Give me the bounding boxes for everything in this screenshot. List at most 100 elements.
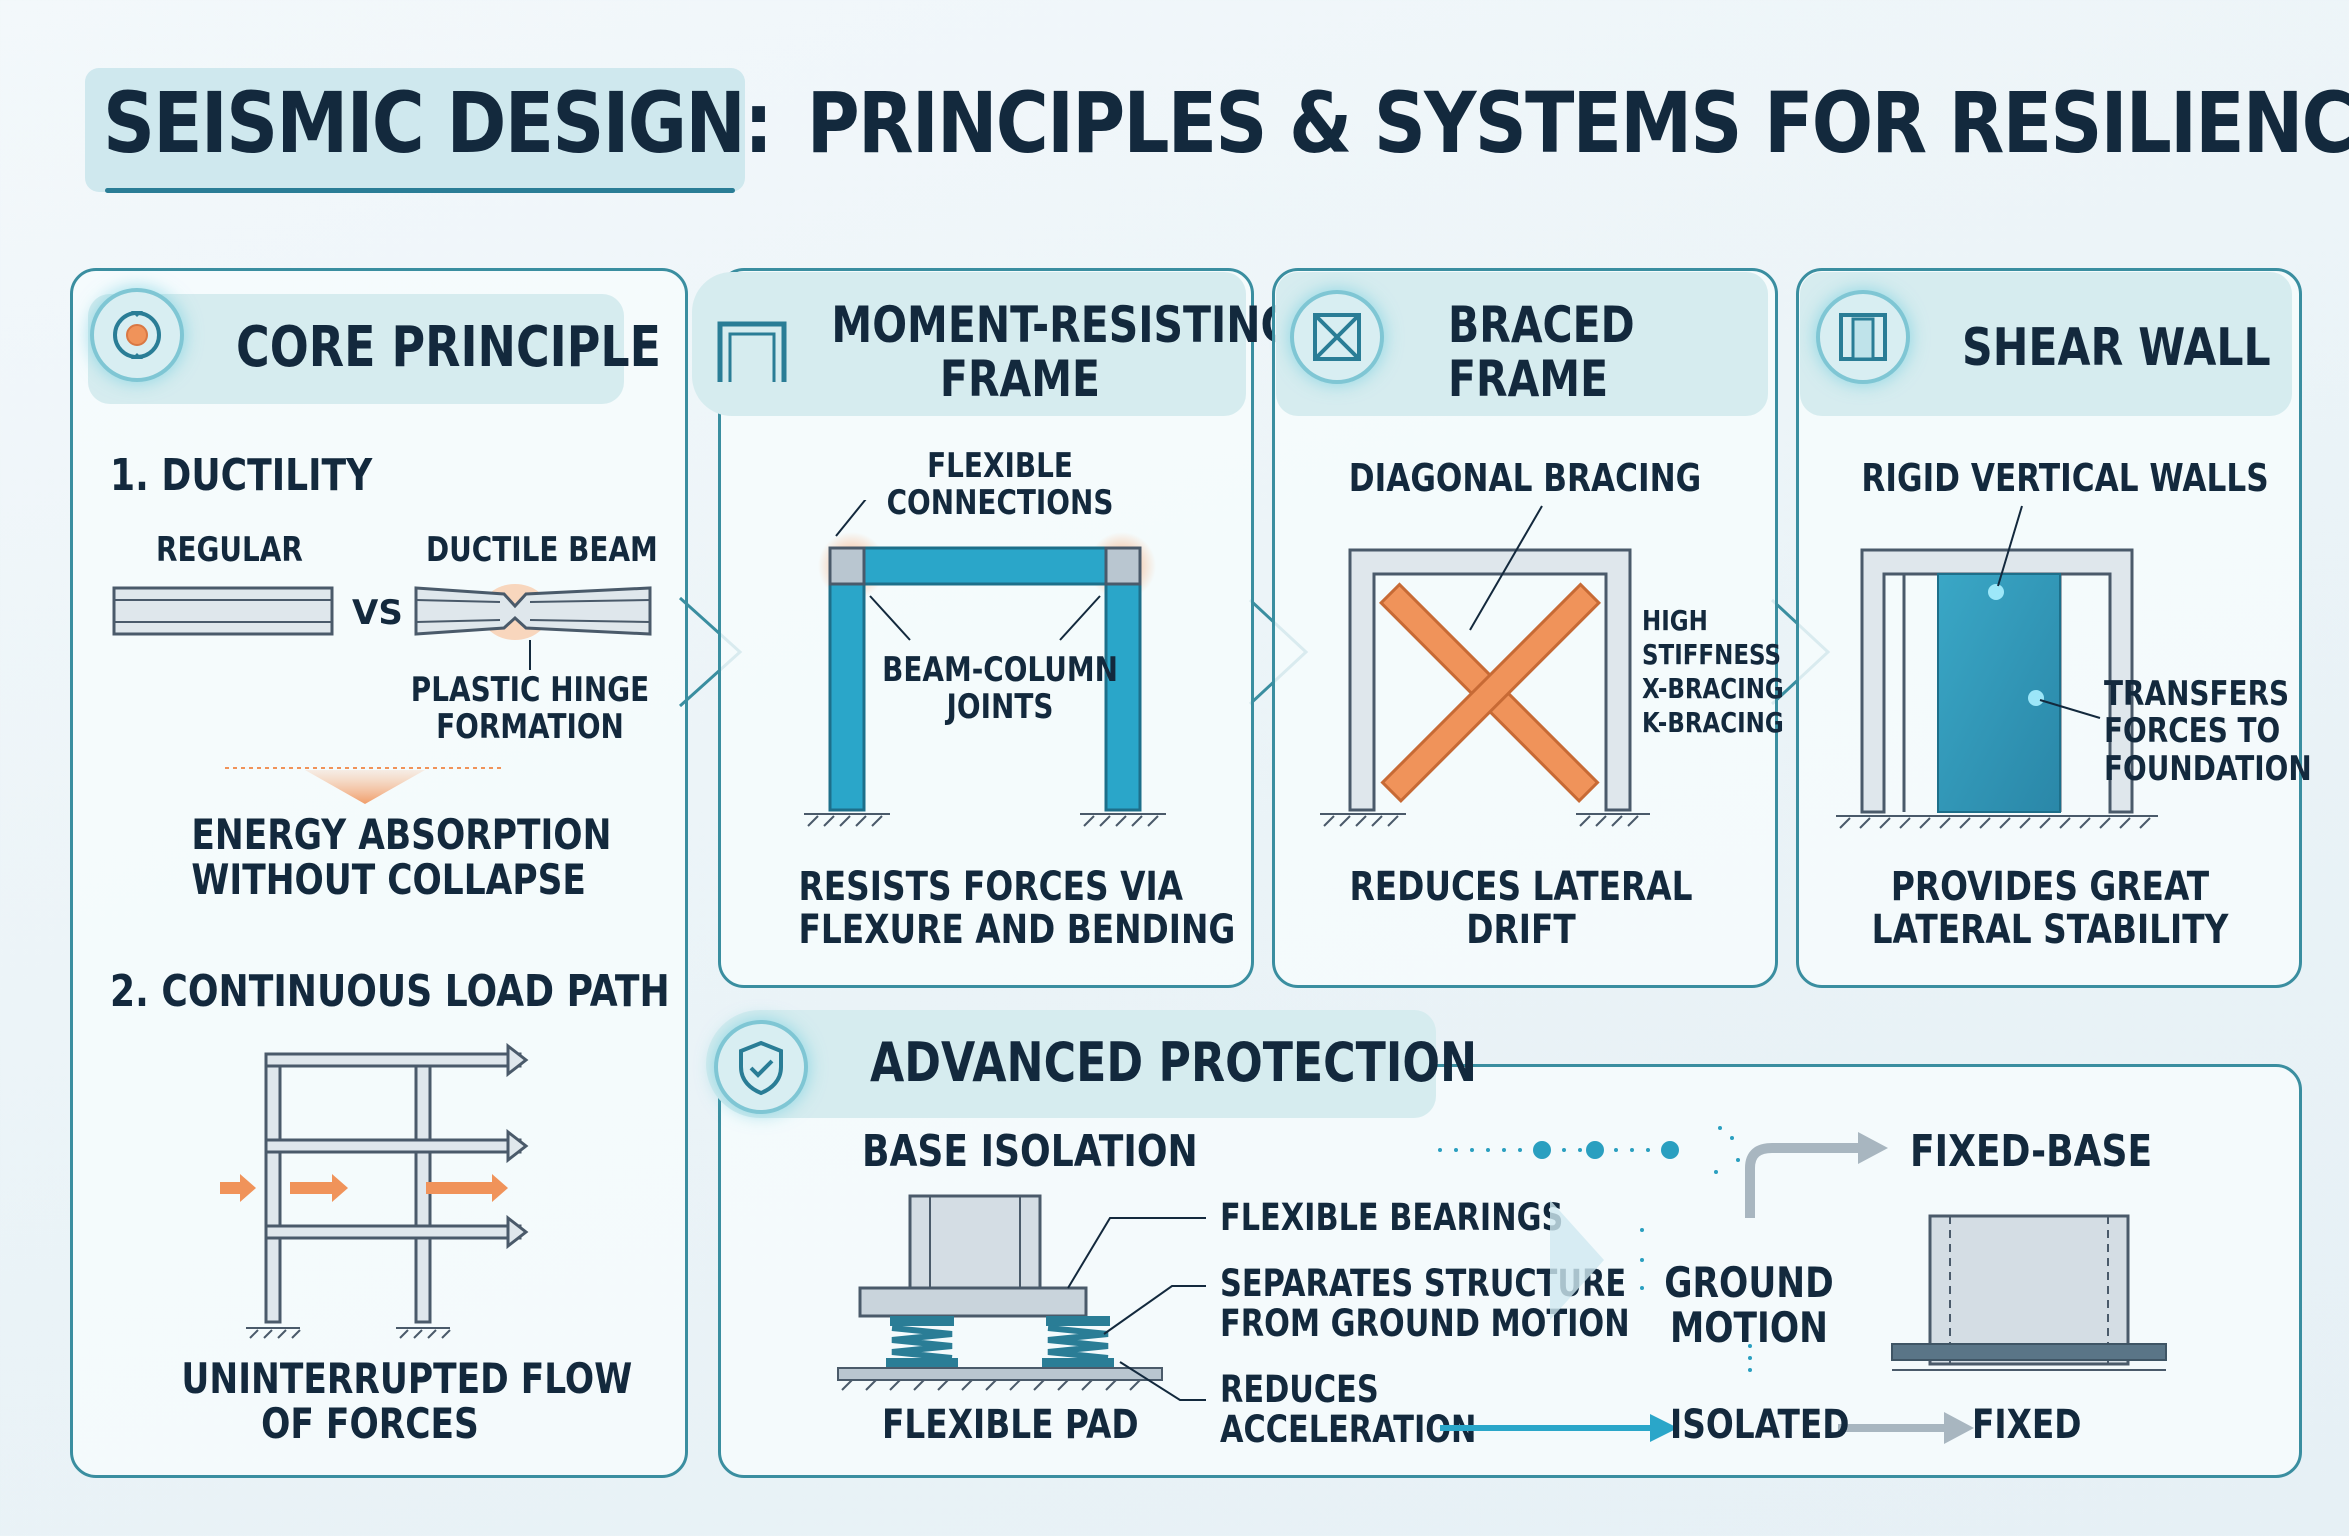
fixed-path-arrowhead xyxy=(1858,1132,1888,1164)
shear-frame-outline xyxy=(1860,548,2134,814)
joint-left xyxy=(828,546,866,586)
frame-ground xyxy=(804,813,1166,827)
wall-icon xyxy=(1816,290,1910,384)
page-title-bar: SEISMIC DESIGN: PRINCIPLES & SYSTEMS FOR… xyxy=(85,62,2349,202)
regular-beam xyxy=(112,586,334,636)
regular-label: REGULAR xyxy=(156,530,303,570)
plastic-hinge-label: PLASTIC HINGE FORMATION xyxy=(407,672,653,745)
frame-column-left xyxy=(828,546,866,812)
shear-caption-line2: LATERAL STABILITY xyxy=(1871,907,2229,954)
ground-motion-dots xyxy=(1640,1228,1752,1372)
beam-column-joints-label: BEAM-COLUMN JOINTS xyxy=(877,652,1123,725)
braced-frame-title: BRACED FRAME xyxy=(1448,298,1635,406)
frame-beam xyxy=(828,546,1142,586)
braced-caption-line1: REDUCES LATERAL xyxy=(1349,864,1693,910)
braced-side-notes: HIGH STIFFNESS X-BRACING K-BRACING xyxy=(1642,604,1784,741)
fixed-path-arrow xyxy=(1745,1143,1860,1218)
braced-title-line1: BRACED xyxy=(1448,296,1635,354)
ground-motion-line2: MOTION xyxy=(1670,1303,1828,1353)
shear-ground xyxy=(1836,815,2158,829)
base-isolation-diagram xyxy=(837,1194,1206,1401)
ductile-beam-label: DUCTILE BEAM xyxy=(426,530,658,570)
brace-diagonal-2 xyxy=(1380,582,1602,804)
wall-leader-side xyxy=(2039,699,2101,719)
shear-wall-caption: PROVIDES GREAT LATERAL STABILITY xyxy=(1861,864,2238,954)
base-slab xyxy=(858,1286,1088,1318)
target-icon xyxy=(90,288,184,382)
braced-frame-diagram xyxy=(1320,505,1650,827)
energy-line2: WITHOUT COLLAPSE xyxy=(191,855,586,905)
vs-text: VS xyxy=(352,593,403,633)
force-arrow-3 xyxy=(426,1174,508,1202)
flexible-connections-line2: CONNECTIONS xyxy=(886,482,1114,523)
load-arrow-2 xyxy=(506,1128,529,1164)
beam-column-line1: BEAM-COLUMN xyxy=(882,650,1118,690)
braced-ground xyxy=(1320,813,1650,827)
core-principle-panel xyxy=(70,268,688,1478)
forces-to-text: FORCES TO xyxy=(2104,711,2281,752)
isolated-arrowhead xyxy=(1650,1414,1678,1442)
foundation-text: FOUNDATION xyxy=(2104,748,2312,789)
rigid-walls-label: RIGID VERTICAL WALLS xyxy=(1861,456,2269,500)
ductility-heading: 1. DUCTILITY xyxy=(110,450,373,501)
shield-check-icon xyxy=(714,1020,808,1114)
braced-frame-caption: REDUCES LATERAL DRIFT xyxy=(1337,864,1706,954)
plastic-hinge-line1: PLASTIC HINGE xyxy=(410,670,650,710)
energy-arrow xyxy=(225,767,505,804)
title-underline xyxy=(105,188,735,193)
bearing-left xyxy=(886,1316,958,1368)
load-path-heading: 2. CONTINUOUS LOAD PATH xyxy=(110,966,670,1017)
ground-motion-line1: GROUND xyxy=(1664,1258,1834,1307)
shear-caption-line1: PROVIDES GREAT xyxy=(1890,864,2210,910)
load-arrow-3 xyxy=(506,1214,529,1250)
force-arrow-2 xyxy=(290,1174,348,1202)
separates-line2: FROM GROUND MOTION xyxy=(1220,1301,1630,1345)
isolated-label: ISOLATED xyxy=(1670,1402,1850,1448)
force-arrow-1 xyxy=(220,1174,256,1202)
bearing-right xyxy=(1042,1316,1114,1368)
title-highlight xyxy=(85,68,745,192)
title-highlight-text: SEISMIC DESIGN: xyxy=(103,74,773,172)
diagonal-bracing-label: DIAGONAL BRACING xyxy=(1348,456,1702,500)
moment-frame-title-line1: MOMENT-RESISTING xyxy=(831,296,1295,354)
flexible-bearings-label: FLEXIBLE BEARINGS xyxy=(1220,1196,1564,1239)
fixed-foundation xyxy=(1891,1343,2167,1361)
joint-right xyxy=(1104,546,1142,586)
load-path-ground xyxy=(246,1327,451,1339)
braced-frame-outline xyxy=(1348,548,1632,812)
ductile-beam xyxy=(414,584,652,670)
ground-motion-chevron xyxy=(1550,1200,1604,1320)
title-rest-text: PRINCIPLES & SYSTEMS FOR RESILIENCE xyxy=(806,74,2349,172)
reduces-line1: REDUCES xyxy=(1220,1368,1379,1411)
joint-leader-left xyxy=(869,595,911,641)
wall-glow-top xyxy=(1988,584,2004,600)
flexible-pad xyxy=(837,1367,1163,1381)
portal-frame-icon xyxy=(717,321,787,382)
x-bracing-text: X-BRACING xyxy=(1642,672,1784,706)
frame-column-right xyxy=(1104,546,1142,812)
reduces-line2: ACCELERATION xyxy=(1220,1407,1477,1451)
moment-frame-title: MOMENT-RESISTING FRAME xyxy=(831,296,1295,406)
wall-glow-mid xyxy=(2028,690,2044,706)
energy-caption: ENERGY ABSORPTION WITHOUT COLLAPSE xyxy=(191,812,611,905)
braced-caption-line2: DRIFT xyxy=(1466,907,1576,954)
flexible-connections-line1: FLEXIBLE xyxy=(927,446,1073,486)
load-path-caption: UNINTERRUPTED FLOW OF FORCES xyxy=(181,1356,632,1447)
isolation-leaders xyxy=(1067,1217,1206,1401)
motion-flow-diagram xyxy=(1438,1126,2167,1444)
k-bracing-text: K-BRACING xyxy=(1642,706,1784,740)
page-title: SEISMIC DESIGN: PRINCIPLES & SYSTEMS FOR… xyxy=(103,74,2349,172)
moment-frame-caption: RESISTS FORCES VIA FLEXURE AND BENDING xyxy=(799,865,1236,952)
x-brace-icon xyxy=(1290,290,1384,384)
motion-dots xyxy=(1438,1126,1740,1174)
joint-leader-right xyxy=(1059,595,1101,641)
beam-column-line2: JOINTS xyxy=(946,686,1054,727)
load-arrow-1 xyxy=(506,1042,529,1078)
moment-frame-diagram xyxy=(804,500,1166,827)
advanced-protection-title: ADVANCED PROTECTION xyxy=(870,1031,1478,1094)
flexible-connections-label: FLEXIBLE CONNECTIONS xyxy=(885,448,1115,521)
fixed-arrowhead xyxy=(1944,1412,1974,1444)
bracing-leader xyxy=(1469,505,1543,631)
shear-side-notes: TRANSFERS FORCES TO FOUNDATION xyxy=(2104,675,2312,789)
base-isolation-heading: BASE ISOLATION xyxy=(862,1126,1198,1177)
